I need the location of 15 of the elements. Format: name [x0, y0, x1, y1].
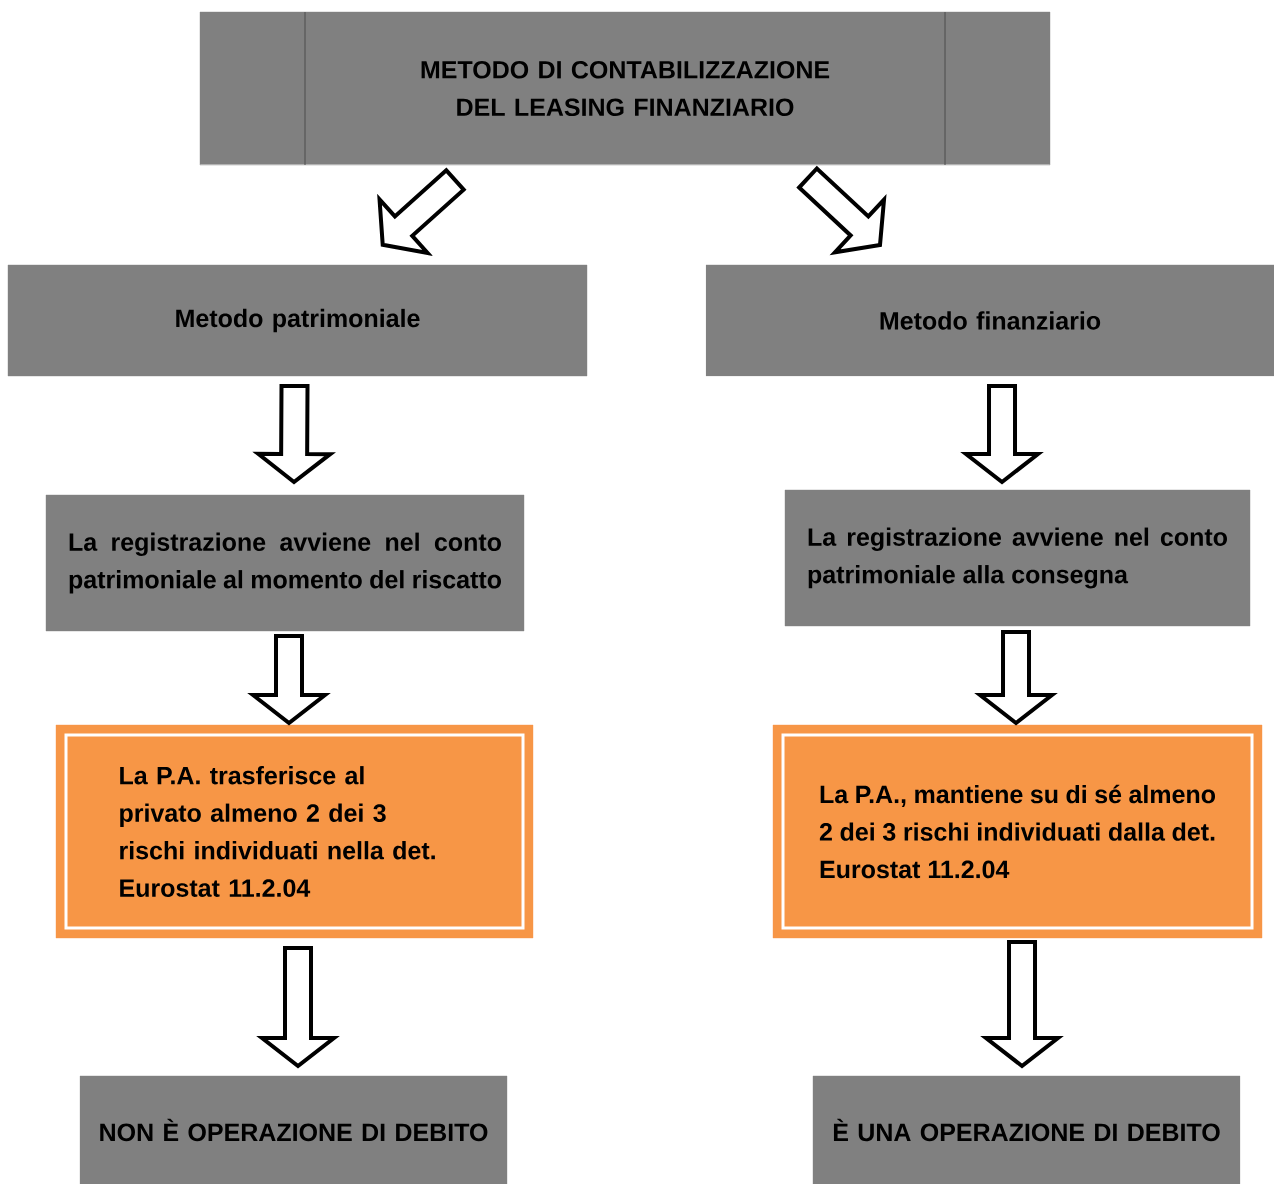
block-arrow: [256, 946, 340, 1069]
process-box: È UNA OPERAZIONE DI DEBITO: [812, 1075, 1241, 1184]
process-box: NON È OPERAZIONE DI DEBITO: [79, 1075, 508, 1184]
block-arrow: [974, 630, 1058, 726]
block-arrow: [960, 384, 1044, 485]
process-box: Metodo patrimoniale: [7, 264, 588, 377]
block-arrow: [247, 634, 331, 726]
title-box: METODO DI CONTABILIZZAZIONE DEL LEASING FINANZIARIO: [199, 11, 1051, 166]
block-arrow: [252, 383, 336, 485]
highlight-box: La P.A. trasferisce al privato almeno 2 dei 3 rischi individuati nella det. Eurostat 11.2.04: [55, 724, 534, 939]
highlight-box: La P.A., mantiene su di sé almeno 2 dei 3 rischi individuati dalla det. Eurostat 11.2.04: [772, 724, 1263, 939]
process-box: Metodo finanziario: [705, 264, 1274, 377]
process-box: La registrazione avviene nel conto patrimoniale alla consegna: [784, 489, 1251, 627]
block-arrow: [980, 940, 1064, 1069]
process-box: La registrazione avviene nel conto patrimoniale al momento del riscatto: [45, 494, 525, 632]
